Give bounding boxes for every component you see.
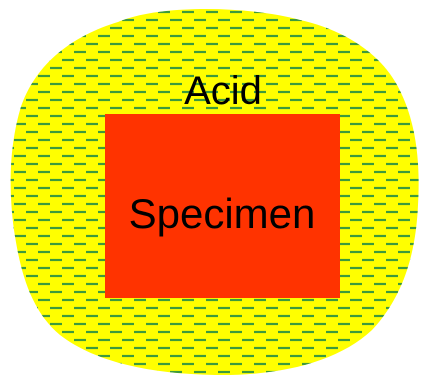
acid-label: Acid bbox=[184, 69, 262, 113]
specimen-label: Specimen bbox=[129, 190, 316, 237]
specimen-block bbox=[105, 114, 340, 298]
